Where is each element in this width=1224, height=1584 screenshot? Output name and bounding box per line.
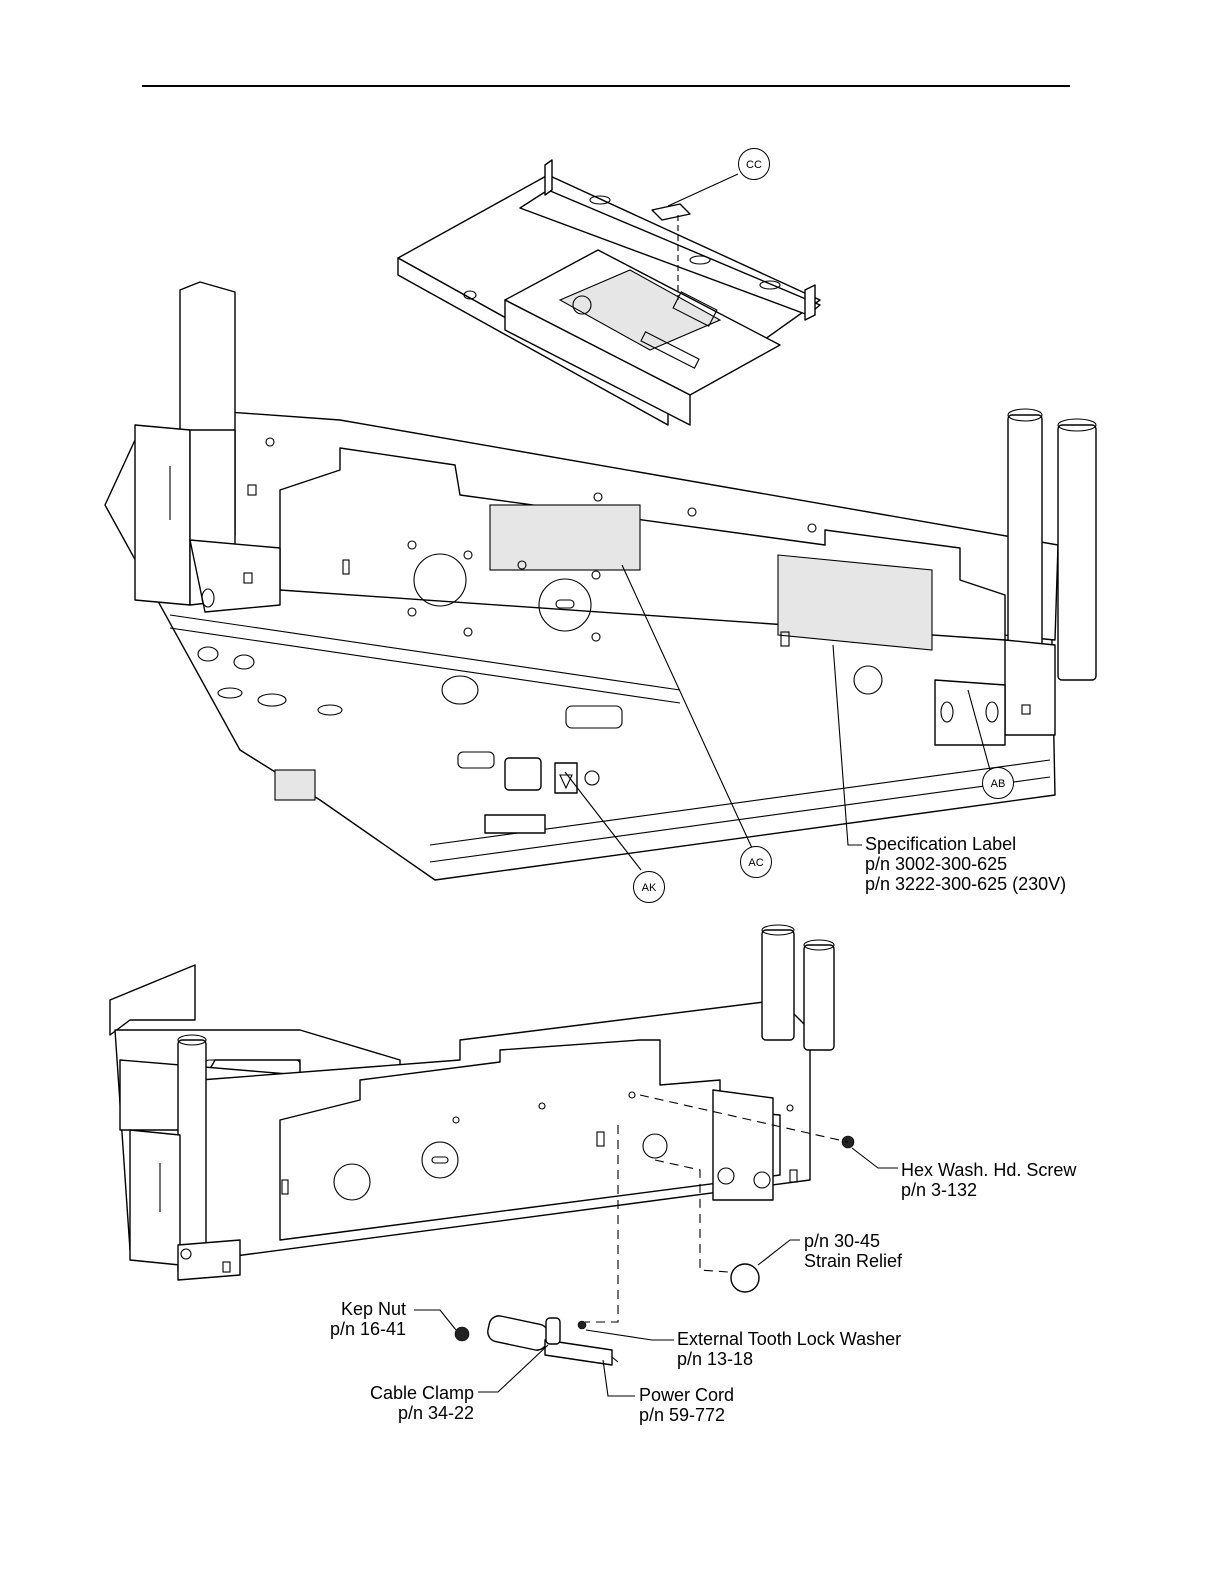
power-cord-title: Power Cord: [639, 1385, 734, 1405]
strain-relief-part: [731, 1264, 759, 1292]
power-cord-label: Power Cord p/n 59-772: [639, 1385, 734, 1425]
power-cord-assembly: [110, 925, 898, 1396]
control-board-tray: [398, 160, 820, 425]
lock-washer-label: External Tooth Lock Washer p/n 13-18: [677, 1329, 901, 1369]
leader-hex-screw: [852, 1148, 898, 1168]
callout-ac: AC: [740, 846, 772, 878]
leader-cable-clamp: [478, 1345, 548, 1392]
spec-label-pn1: p/n 3002-300-625: [865, 854, 1066, 874]
leader-strain-relief: [758, 1240, 800, 1265]
hex-screw-pn: p/n 3-132: [901, 1180, 1076, 1200]
leader-power-cord: [603, 1360, 635, 1396]
power-cord-pn: p/n 59-772: [639, 1405, 734, 1425]
callout-ab: AB: [982, 767, 1014, 799]
kep-nut-title: Kep Nut: [280, 1299, 406, 1319]
strain-relief-label: p/n 30-45 Strain Relief: [804, 1231, 902, 1271]
kep-nut-pn: p/n 16-41: [280, 1319, 406, 1339]
spec-label-title: Specification Label: [865, 834, 1066, 854]
lock-washer-pn: p/n 13-18: [677, 1349, 901, 1369]
strain-relief-title: Strain Relief: [804, 1251, 902, 1271]
hex-screw-title: Hex Wash. Hd. Screw: [901, 1160, 1076, 1180]
cable-clamp-pn: p/n 34-22: [330, 1403, 474, 1423]
cable-clamp-title: Cable Clamp: [330, 1383, 474, 1403]
leader-lock-washer: [586, 1330, 674, 1340]
spec-label-text: Specification Label p/n 3002-300-625 p/n…: [865, 834, 1066, 894]
kep-nut-label: Kep Nut p/n 16-41: [280, 1299, 406, 1339]
lock-washer-title: External Tooth Lock Washer: [677, 1329, 901, 1349]
cable-clamp-part: [486, 1314, 550, 1352]
hex-screw-label: Hex Wash. Hd. Screw p/n 3-132: [901, 1160, 1076, 1200]
spec-label-pn2: p/n 3222-300-625 (230V): [865, 874, 1066, 894]
callout-cc: CC: [738, 148, 770, 180]
callout-ak: AK: [633, 871, 665, 903]
kep-nut-part: [455, 1327, 469, 1341]
leader-kep-nut: [414, 1310, 456, 1330]
cable-clamp-label: Cable Clamp p/n 34-22: [330, 1383, 474, 1423]
lock-washer-part: [578, 1321, 586, 1329]
strain-relief-pn: p/n 30-45: [804, 1231, 902, 1251]
